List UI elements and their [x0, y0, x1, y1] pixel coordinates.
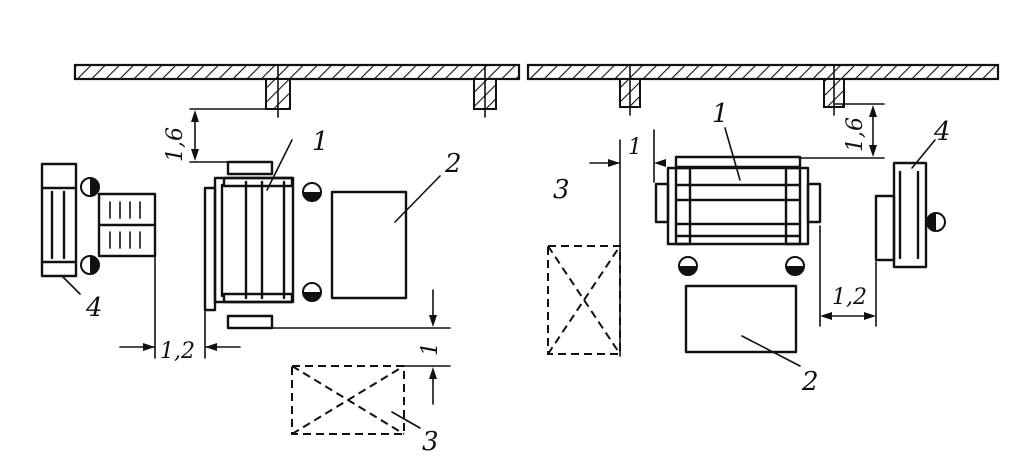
dimension-label-1-6-right: 1,6 [843, 117, 868, 152]
machine-1-right [654, 155, 822, 276]
dimension-label-1-left: 1 [418, 342, 443, 356]
label-4-left: 4 [85, 293, 103, 323]
table-2-left [330, 190, 408, 300]
wall-left [73, 63, 521, 81]
stack-3-right [547, 245, 621, 355]
table-2-right [684, 284, 798, 354]
stack-3-left [291, 365, 405, 435]
left-layout: 1,6 1 2 3 [40, 63, 521, 457]
label-2-right: 2 [801, 367, 819, 397]
machine-4-left [40, 162, 157, 278]
machine-4-right [874, 161, 946, 269]
machine-1-left [203, 160, 322, 330]
dimension-label-1-6: 1,6 [163, 127, 188, 162]
dimension-label-1-right: 1 [628, 135, 642, 160]
label-3-left: 3 [422, 427, 439, 457]
label-2-left: 2 [444, 149, 462, 179]
dimension-label-1-2-right: 1,2 [832, 285, 867, 310]
right-layout: 1,6 1 3 [526, 63, 1000, 397]
label-1-right: 1 [712, 99, 729, 129]
wall-right [526, 63, 1000, 81]
dimension-label-1-2-left: 1,2 [160, 339, 195, 364]
label-4-right: 4 [933, 117, 951, 147]
label-1-left: 1 [312, 127, 329, 157]
label-3-right: 3 [553, 175, 570, 205]
